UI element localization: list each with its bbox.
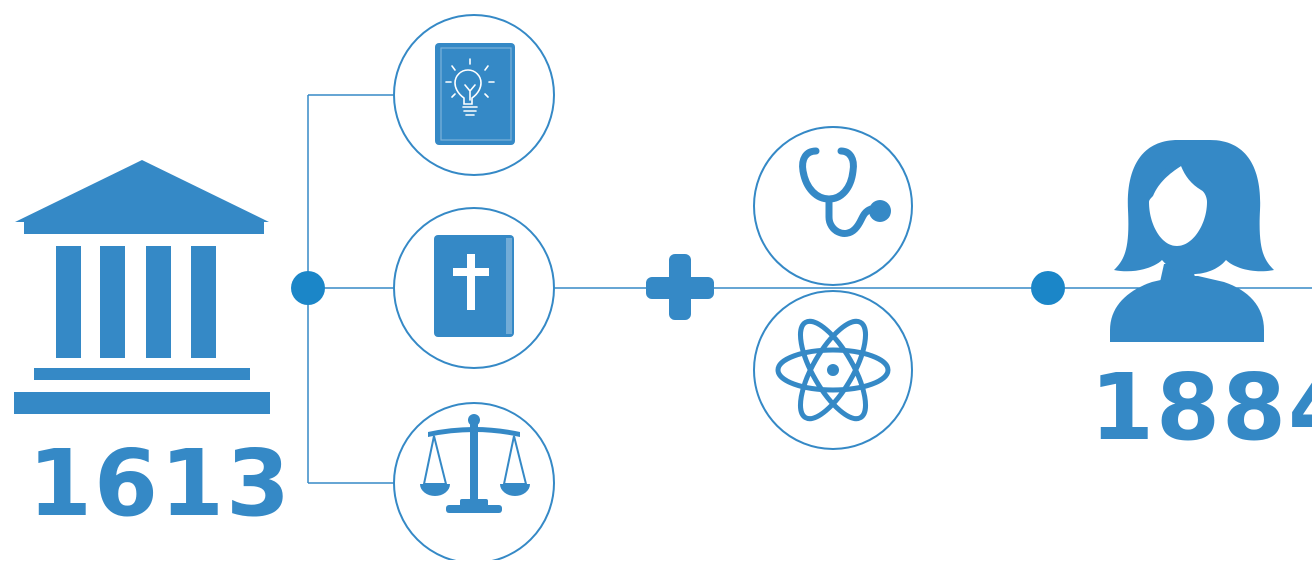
branch-circle-middle: [393, 207, 555, 369]
atom-nucleus: [827, 364, 839, 376]
stethoscope-chestpiece: [869, 200, 891, 222]
university-building-icon: [14, 160, 270, 414]
branch-circle-top: [393, 14, 555, 176]
justice-scales-icon: [420, 414, 530, 513]
end-node: [1031, 271, 1065, 305]
book-lightbulb-icon: [435, 43, 515, 145]
bible-cross-icon: [434, 235, 514, 337]
atom-icon: [775, 318, 891, 422]
start-year: 1613: [28, 430, 293, 537]
addition-circle-medicine: [753, 126, 913, 286]
plus-icon: [646, 254, 714, 320]
addition-circle-science: [753, 290, 913, 450]
woman-person-icon: [1110, 140, 1274, 342]
end-year: 1884: [1090, 354, 1312, 461]
branch-node: [291, 271, 325, 305]
branch-circle-bottom: [393, 402, 555, 564]
